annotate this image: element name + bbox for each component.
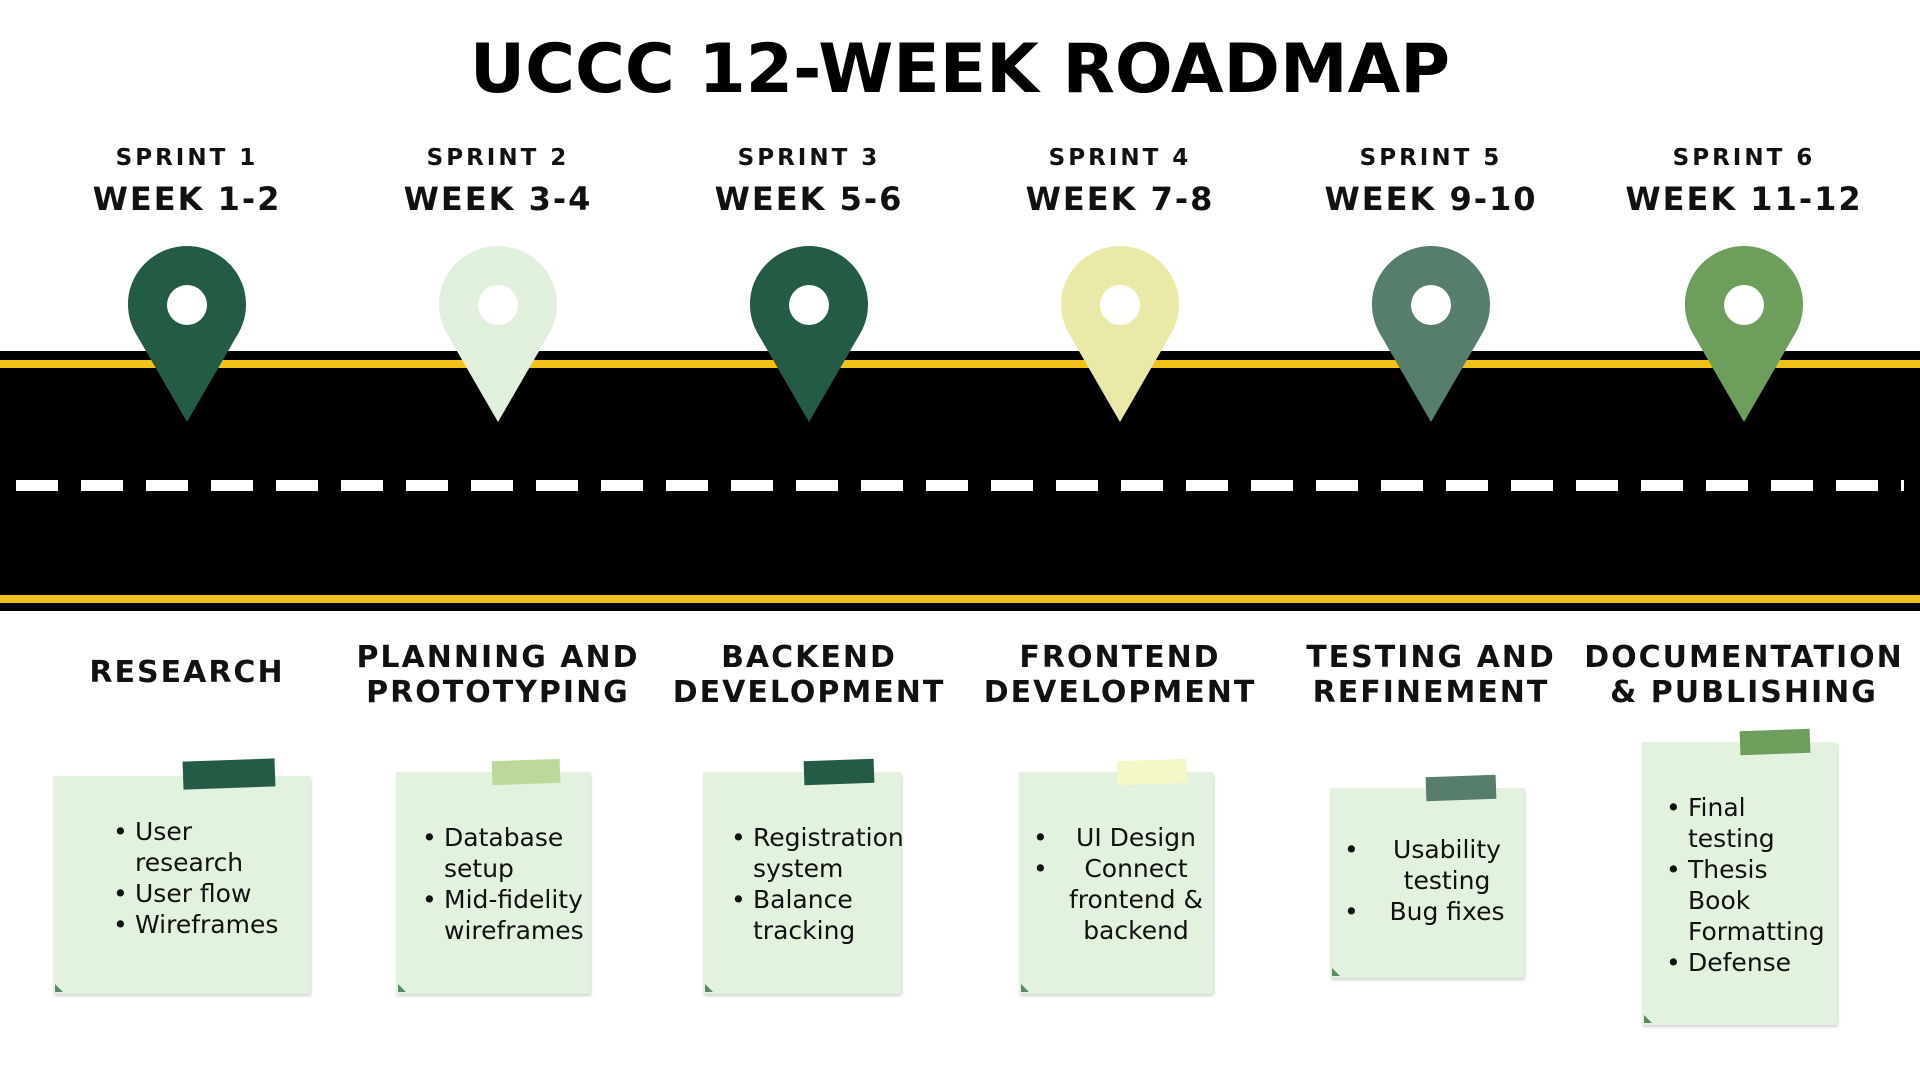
task-list: UI Design Connect frontend & backend [1029, 822, 1209, 946]
map-pin-icon [1372, 246, 1490, 422]
map-pin-shape [1372, 246, 1490, 422]
map-pin-shape [128, 246, 246, 422]
task-note-5: Usability testing Bug fixes [1330, 774, 1524, 978]
phase-title-line: RESEARCH [89, 655, 285, 690]
task-list: Registration system Balance tracking [727, 822, 904, 946]
map-pin-icon [750, 246, 868, 422]
phase-title-line: BACKEND [721, 640, 897, 675]
phase-title-line: DEVELOPMENT [672, 675, 946, 710]
map-pin-hole [1411, 285, 1451, 325]
task-note-2: Database setup Mid-fidelity wireframes [396, 758, 590, 994]
task-list: Database setup Mid-fidelity wireframes [418, 822, 588, 946]
task-item: Thesis Book Formatting [1662, 854, 1837, 947]
task-item: Registration system [727, 822, 904, 884]
map-pin-shape [1685, 246, 1803, 422]
week-label: WEEK 7-8 [1025, 180, 1215, 218]
note-tape [1116, 758, 1188, 786]
sprint-label: SPRINT 3 [737, 145, 881, 171]
road-edge-line-bottom [0, 595, 1920, 603]
map-pin-icon [1685, 246, 1803, 422]
week-label: WEEK 3-4 [403, 180, 593, 218]
task-item: User research [109, 816, 279, 878]
map-pin-shape [1061, 246, 1179, 422]
road-edge-line-top [0, 360, 1920, 368]
phase-title: BACKEND DEVELOPMENT [649, 640, 969, 710]
task-item: Mid-fidelity wireframes [418, 884, 588, 946]
task-list: Usability testing Bug fixes [1340, 834, 1520, 927]
note-tape [1739, 728, 1811, 756]
phase-title: TESTING AND REFINEMENT [1271, 640, 1591, 710]
map-pin-hole [1724, 285, 1764, 325]
map-pin-icon [439, 246, 557, 422]
task-item: Usability testing [1340, 834, 1520, 896]
task-item: Final testing [1662, 792, 1837, 854]
page-title: UCCC 12-WEEK ROADMAP [469, 30, 1451, 109]
task-item: Balance tracking [727, 884, 901, 946]
phase-title: RESEARCH [27, 655, 347, 690]
note-tape [491, 758, 561, 786]
task-list: Final testing Thesis Book Formatting Def… [1662, 792, 1837, 978]
phase-title-line: & PUBLISHING [1610, 675, 1878, 710]
map-pin-hole [1100, 285, 1140, 325]
task-item: Database setup [418, 822, 588, 884]
task-note-3: Registration system Balance tracking [703, 758, 904, 994]
week-label: WEEK 11-12 [1625, 180, 1863, 218]
week-label: WEEK 5-6 [714, 180, 904, 218]
phase-title: DOCUMENTATION & PUBLISHING [1579, 640, 1909, 710]
task-item: UI Design [1029, 822, 1209, 853]
road-center-dashes [16, 480, 1904, 491]
phase-title: FRONTEND DEVELOPMENT [960, 640, 1280, 710]
sprint-label: SPRINT 2 [426, 145, 570, 171]
map-pin-hole [478, 285, 518, 325]
note-tape [182, 758, 276, 790]
task-note-6: Final testing Thesis Book Formatting Def… [1642, 728, 1837, 1025]
phase-title: PLANNING AND PROTOTYPING [338, 640, 658, 710]
map-pin-shape [750, 246, 868, 422]
phase-title-line: DEVELOPMENT [983, 675, 1257, 710]
phase-title-line: FRONTEND [1019, 640, 1221, 675]
task-note-1: User research User flow Wireframes [53, 758, 310, 994]
map-pin-hole [789, 285, 829, 325]
sprint-label: SPRINT 4 [1048, 145, 1192, 171]
task-item: Wireframes [109, 909, 279, 940]
note-tape [803, 758, 875, 786]
phase-title-line: REFINEMENT [1312, 675, 1550, 710]
task-item: Connect frontend & backend [1029, 853, 1209, 946]
map-pin-hole [167, 285, 207, 325]
road [0, 351, 1920, 611]
task-note-4: UI Design Connect frontend & backend [1019, 758, 1213, 994]
phase-title-line: DOCUMENTATION [1584, 640, 1904, 675]
task-list: User research User flow Wireframes [109, 816, 279, 940]
phase-title-line: PROTOTYPING [366, 675, 630, 710]
sprint-label: SPRINT 5 [1359, 145, 1503, 171]
note-tape [1425, 774, 1497, 802]
sprint-label: SPRINT 6 [1672, 145, 1816, 171]
week-label: WEEK 9-10 [1324, 180, 1538, 218]
task-item: Defense [1662, 947, 1837, 978]
sprint-label: SPRINT 1 [115, 145, 259, 171]
task-item: User flow [109, 878, 279, 909]
map-pin-shape [439, 246, 557, 422]
task-item: Bug fixes [1340, 896, 1520, 927]
week-label: WEEK 1-2 [92, 180, 282, 218]
map-pin-icon [128, 246, 246, 422]
map-pin-icon [1061, 246, 1179, 422]
phase-title-line: TESTING AND [1306, 640, 1556, 675]
phase-title-line: PLANNING AND [356, 640, 640, 675]
